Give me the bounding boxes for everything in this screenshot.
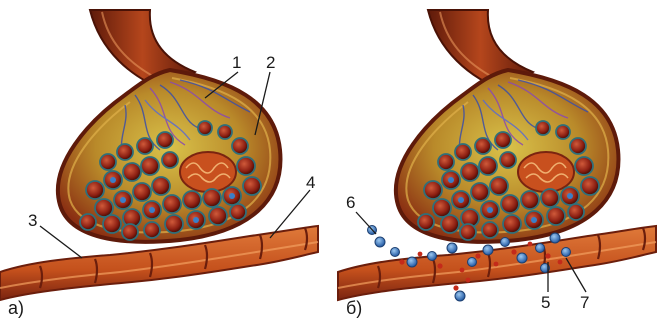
panel-a: 1 2 3 4 а) (0, 10, 318, 318)
callout-4: 4 (306, 173, 315, 192)
panel-b-synapse (338, 10, 656, 300)
callout-5: 5 (541, 293, 550, 312)
callout-3: 3 (28, 211, 37, 230)
panel-b-caption: б) (346, 298, 362, 318)
panel-b: 6 5 7 б) (338, 10, 656, 318)
callout-line-6 (356, 212, 376, 234)
callout-2: 2 (266, 53, 275, 72)
callout-line-3a (40, 226, 82, 258)
callout-7: 7 (580, 293, 589, 312)
panel-a-caption: а) (8, 298, 24, 318)
callout-6: 6 (346, 193, 355, 212)
callout-1: 1 (232, 53, 241, 72)
